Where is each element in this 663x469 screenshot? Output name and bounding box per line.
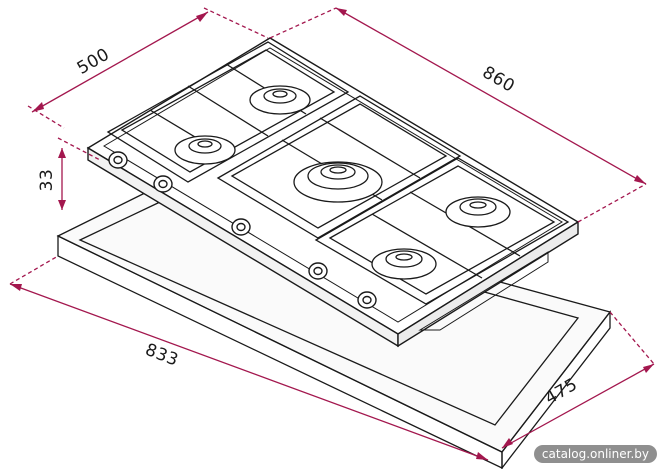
knob-1 <box>108 151 128 169</box>
control-knobs <box>108 151 377 309</box>
burners <box>174 85 511 280</box>
knob-4 <box>308 262 328 280</box>
dimension-label-500: 500 <box>74 45 113 79</box>
knob-2 <box>153 175 173 193</box>
burner-wok-center <box>293 161 383 203</box>
burner-rear-left <box>249 85 311 115</box>
left-grate <box>106 41 350 183</box>
dimension-label-33: 33 <box>37 169 57 192</box>
dim-line-833 <box>9 283 489 461</box>
knob-5 <box>357 291 377 309</box>
dimension-lines <box>9 7 655 461</box>
middle-grate <box>216 95 462 239</box>
burner-rear-right <box>445 196 511 228</box>
right-grate <box>314 157 570 305</box>
dimension-label-860: 860 <box>479 63 518 97</box>
dim-line-500 <box>31 11 209 113</box>
cutout-slab <box>56 187 612 469</box>
knob-3 <box>231 218 251 236</box>
dimension-arrows <box>10 8 654 460</box>
dim-line-475 <box>501 363 655 449</box>
burner-front-left <box>174 135 236 165</box>
watermark-badge: catalog.onliner.by <box>533 445 657 463</box>
dim-line-860 <box>335 7 647 185</box>
burner-front-right <box>371 248 437 280</box>
